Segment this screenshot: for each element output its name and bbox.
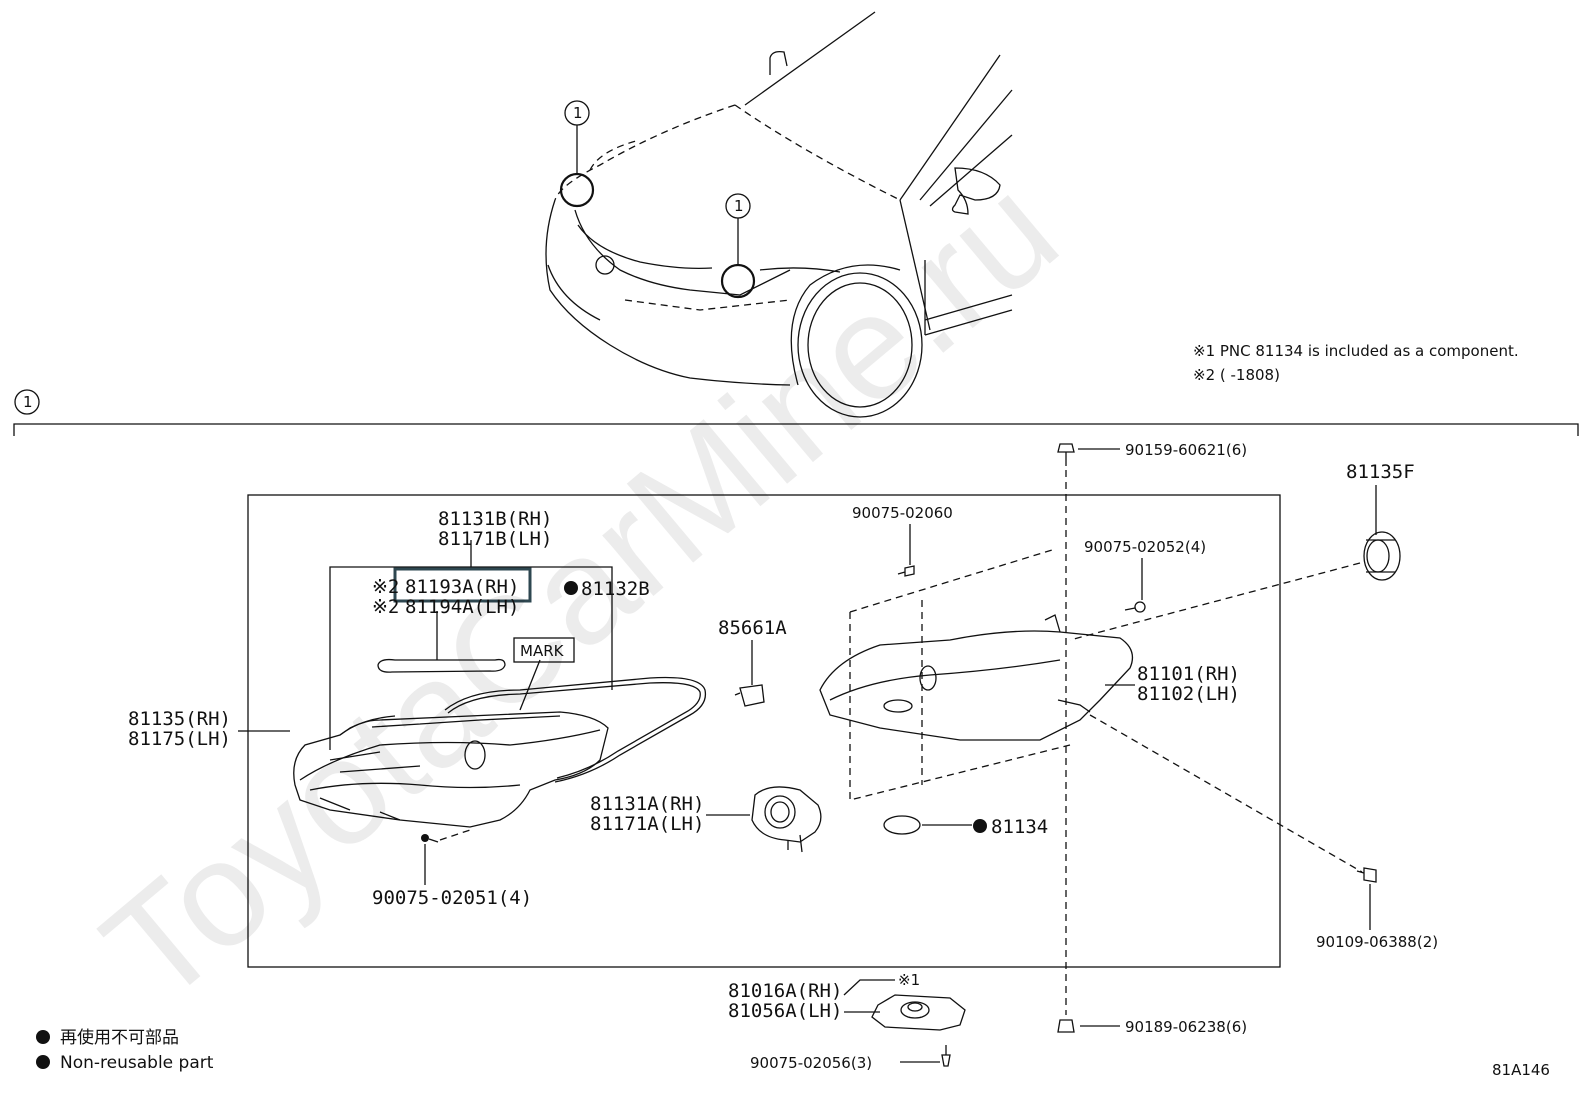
watermark: ToyotaCarMine.ru	[73, 145, 1088, 1035]
note-1: ※1 PNC 81134 is included as a component.	[1193, 342, 1519, 360]
label-mark-ref-2: ※2	[372, 596, 399, 618]
mark-label: MARK	[520, 642, 565, 660]
legend-en: Non-reusable part	[60, 1053, 214, 1073]
screw-icon-02056	[941, 1045, 951, 1067]
car-front-illustration	[545, 11, 1013, 418]
section-callout-circle	[14, 389, 40, 415]
label-81175: 81175(LH)	[128, 728, 231, 750]
label-81102: 81102(LH)	[1137, 683, 1240, 705]
legend-dot-2	[36, 1055, 50, 1069]
label-85661A: 85661A	[718, 617, 787, 639]
non-reusable-dot-81134	[973, 819, 987, 833]
headlamp-assembly-drawing	[293, 658, 707, 828]
label-90075-02060: 90075-02060	[852, 504, 953, 522]
label-81056A: 81056A(LH)	[728, 1000, 842, 1022]
label-81193A: 81193A(RH)	[405, 576, 519, 598]
label-81135: 81135(RH)	[128, 708, 231, 730]
legend-dot-1	[36, 1030, 50, 1044]
non-reusable-dot-81132B	[564, 581, 578, 595]
label-81135F: 81135F	[1346, 461, 1415, 483]
o-ring-icon	[883, 815, 921, 835]
dust-cap-icon	[1363, 531, 1401, 581]
label-mark-ref-1: ※2	[372, 576, 399, 598]
label-81131A: 81131A(RH)	[590, 793, 704, 815]
label-90075-02052: 90075-02052(4)	[1084, 538, 1206, 556]
bolt-icon-bottom	[1057, 1019, 1075, 1033]
housing-icon	[819, 614, 1134, 741]
label-81134: 81134	[991, 816, 1048, 838]
label-81131B: 81131B(RH)	[438, 508, 552, 530]
socket-icon	[734, 684, 765, 707]
section-callout-number: 1	[23, 393, 33, 411]
screw-icon-02052	[1124, 601, 1146, 613]
label-81101: 81101(RH)	[1137, 663, 1240, 685]
label-81016A: 81016A(RH)	[728, 980, 842, 1002]
projector-unit-icon	[751, 786, 822, 853]
mark-box	[513, 637, 575, 663]
label-81171B: 81171B(LH)	[438, 528, 552, 550]
label-90075-02051: 90075-02051(4)	[372, 887, 532, 909]
label-90159-60621: 90159-60621(6)	[1125, 441, 1247, 459]
label-81194A: 81194A(LH)	[405, 596, 519, 618]
callout-number-1b: 1	[734, 197, 744, 215]
lighting-computer-icon	[871, 994, 966, 1031]
bolt-icon-06388	[1356, 867, 1377, 883]
note-2: ※2 ( -1808)	[1193, 366, 1280, 384]
label-81132B: 81132B	[581, 578, 650, 600]
section-bracket	[13, 423, 1579, 436]
callout-number-1a: 1	[573, 104, 583, 122]
legend-jp: 再使用不可部品	[60, 1027, 179, 1048]
label-90109-06388: 90109-06388(2)	[1316, 933, 1438, 951]
label-90189-06238: 90189-06238(6)	[1125, 1018, 1247, 1036]
screw-icon	[421, 829, 471, 843]
figure-code: 81A146	[1492, 1061, 1550, 1079]
label-90075-02056: 90075-02056(3)	[750, 1054, 872, 1072]
bolt-icon-top	[1057, 443, 1075, 466]
label-computer-ref: ※1	[898, 971, 920, 989]
screw-icon-02060	[897, 565, 915, 577]
highlight-box-81193A	[393, 567, 532, 603]
label-81171A: 81171A(LH)	[590, 813, 704, 835]
